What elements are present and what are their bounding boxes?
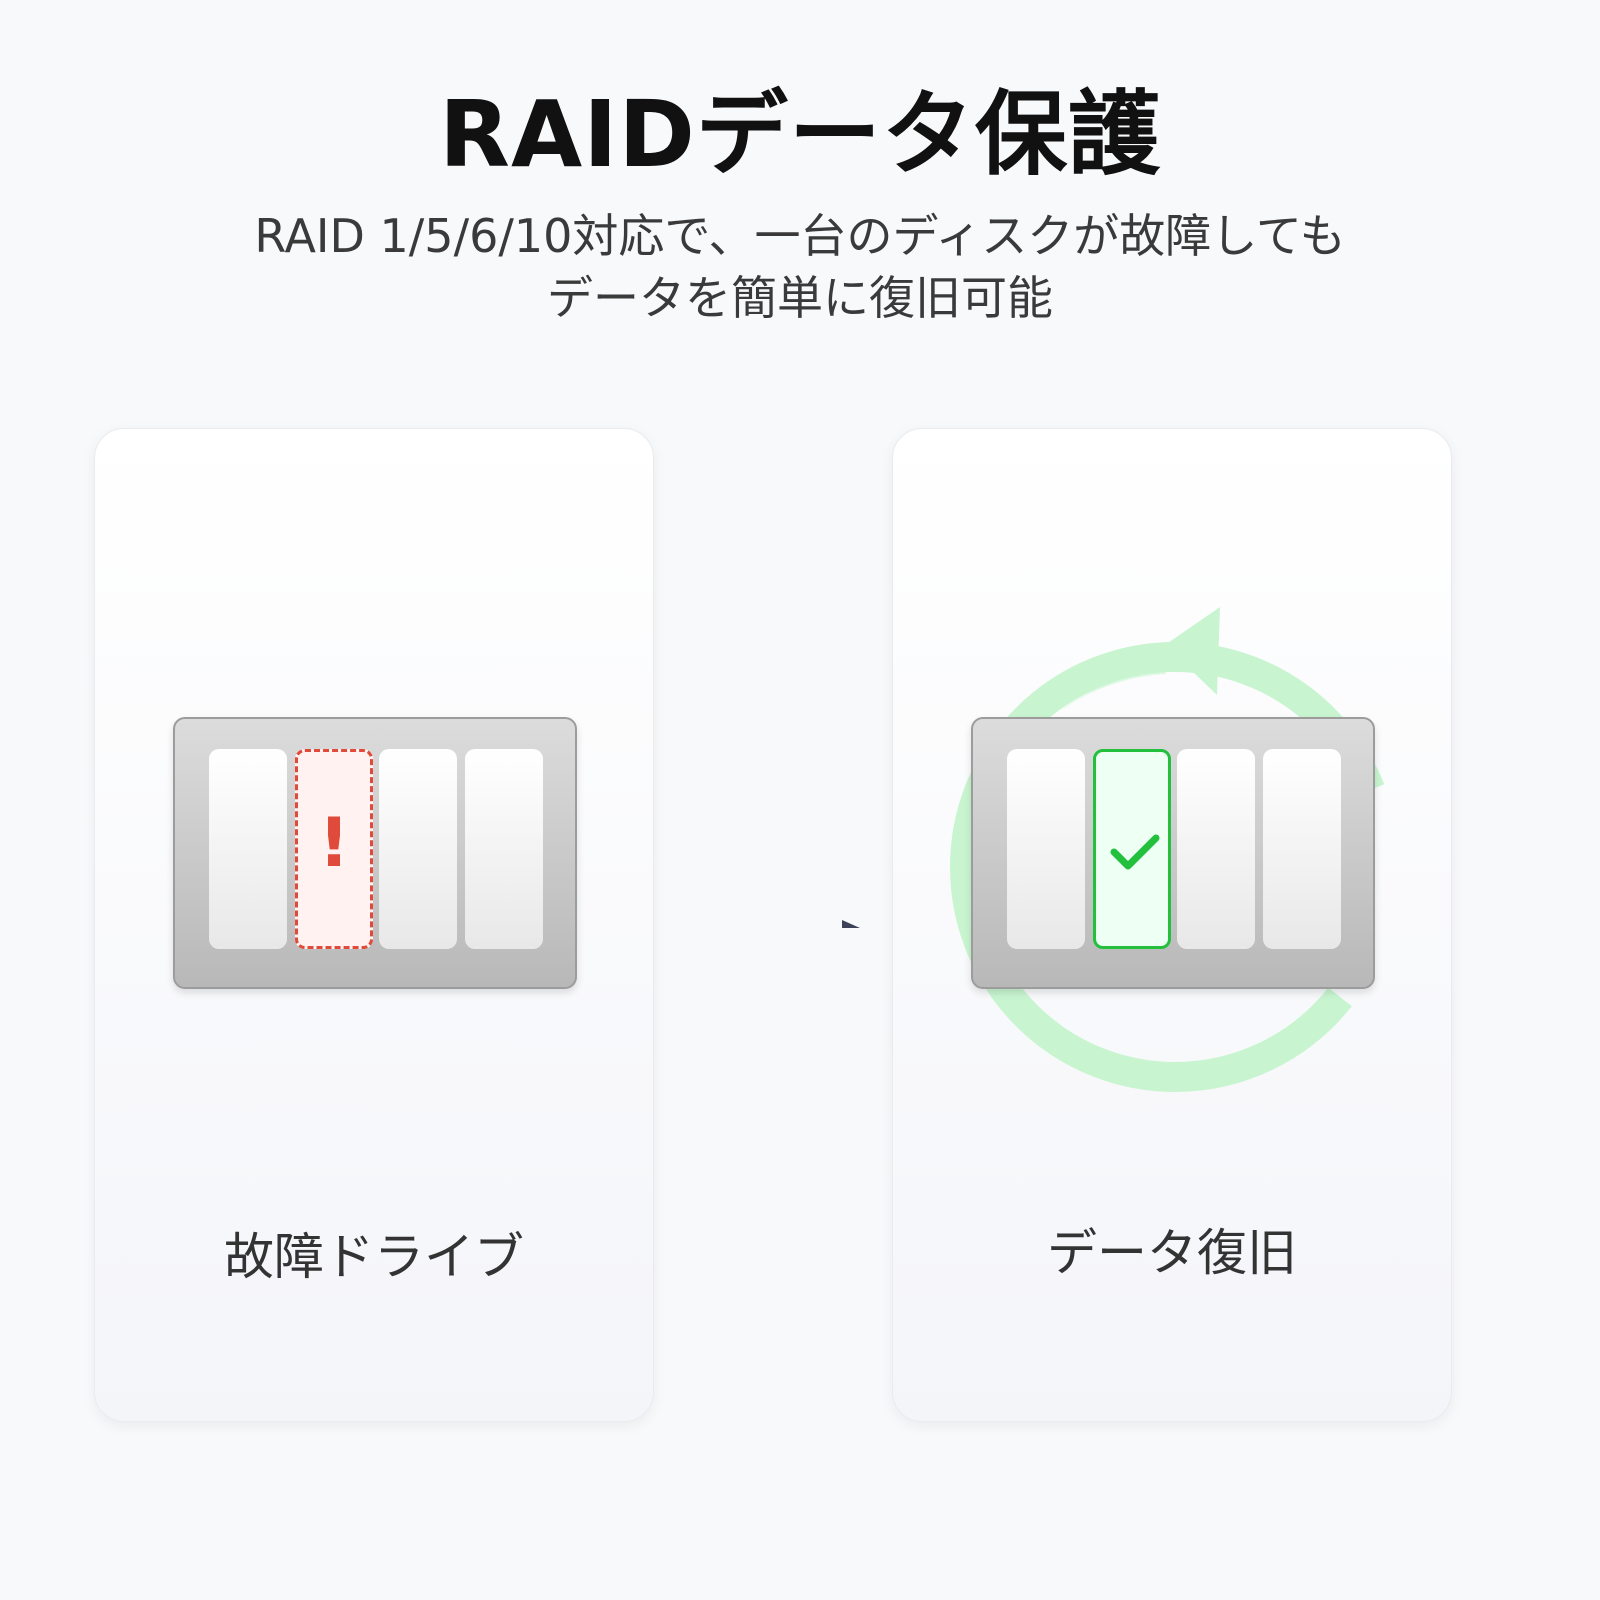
check-icon — [1110, 834, 1160, 870]
drive-bay-2-recovered — [1093, 749, 1171, 949]
arrow-right-icon — [684, 920, 860, 930]
failed-drive-card: ! 故障ドライブ — [94, 428, 654, 1422]
drive-bay-1 — [209, 749, 287, 949]
data-recovery-label: データ復旧 — [1047, 1224, 1297, 1282]
page-subtitle: RAID 1/5/6/10対応で、一台のディスクが故障しても データを簡単に復旧… — [200, 205, 1400, 329]
drive-bay-3 — [1177, 749, 1255, 949]
drive-bay-2-failed: ! — [295, 749, 373, 949]
drive-bay-4 — [465, 749, 543, 949]
data-recovery-card: データ復旧 — [892, 428, 1452, 1422]
drive-bay-1 — [1007, 749, 1085, 949]
recovery-cycle-icon — [950, 607, 1400, 1092]
drive-bay-3 — [379, 749, 457, 949]
nas-enclosure — [971, 717, 1375, 989]
drive-bay-4 — [1263, 749, 1341, 949]
warning-icon: ! — [318, 804, 350, 883]
failed-drive-label: 故障ドライブ — [224, 1228, 524, 1286]
nas-enclosure: ! — [173, 717, 577, 989]
page-title: RAIDデータ保護 — [439, 81, 1161, 188]
subtitle-line-2: データを簡単に復旧可能 — [547, 271, 1053, 325]
subtitle-line-1: RAID 1/5/6/10対応で、一台のディスクが故障しても — [254, 209, 1346, 263]
